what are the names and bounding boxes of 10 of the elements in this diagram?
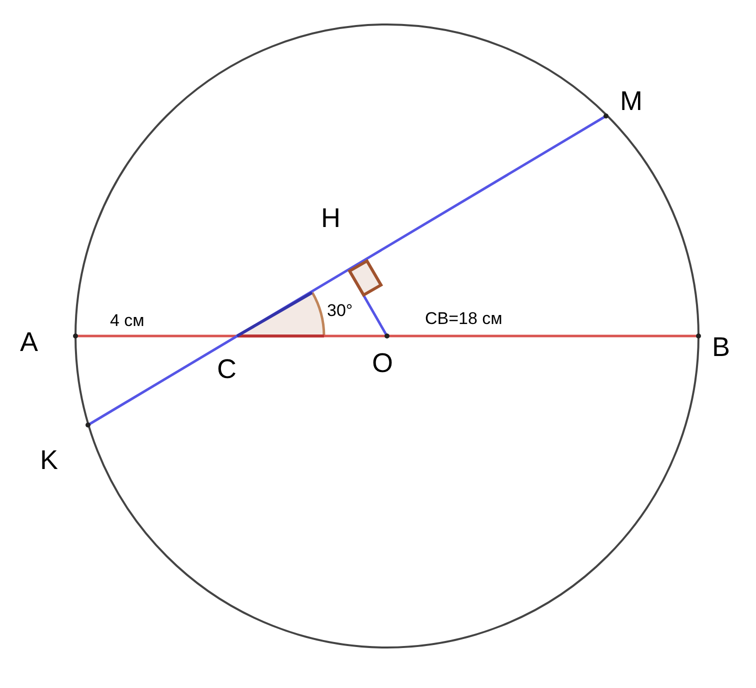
- point-label: M: [620, 88, 642, 115]
- length-label: CB=18 см: [425, 310, 502, 327]
- length-label: 4 см: [110, 312, 144, 329]
- point-label: A: [20, 329, 38, 356]
- angle-label: 30°: [327, 302, 353, 319]
- point-label: H: [321, 205, 340, 232]
- point-label: K: [40, 447, 58, 474]
- point-label: C: [217, 356, 236, 383]
- point-label: O: [372, 350, 394, 377]
- point-label: B: [712, 334, 730, 361]
